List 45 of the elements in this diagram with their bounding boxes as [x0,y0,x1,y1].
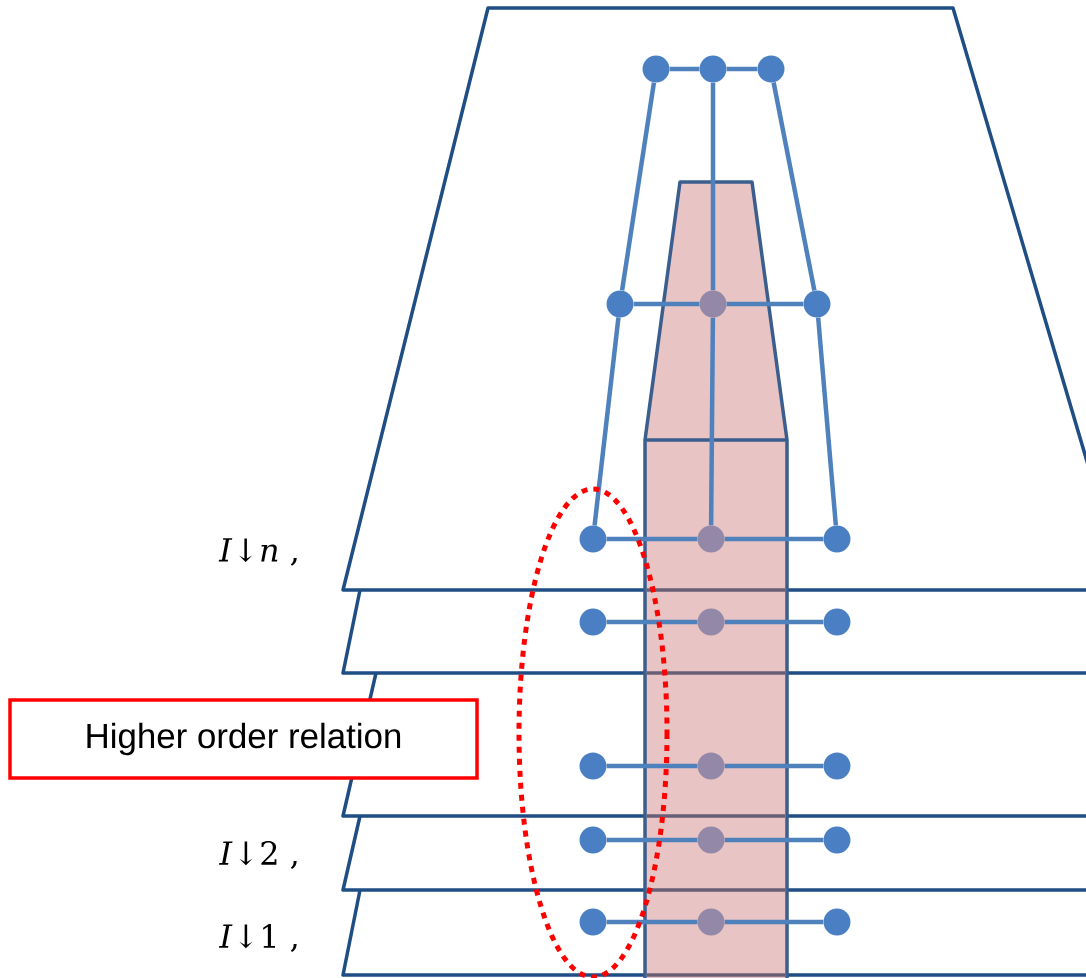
connector-line [606,619,698,625]
connector-line [606,837,698,843]
dot [579,752,607,780]
layer-label: I↓2 , [218,841,297,869]
connector-line [815,317,839,526]
dot [579,826,607,854]
connector-line [724,919,824,925]
layer-label: I↓n , [218,538,297,566]
connector-line [592,317,621,526]
dot [823,752,851,780]
text-box: Higher order relation [8,698,479,780]
connector-line [708,317,716,526]
connector-line [633,301,700,307]
connector-line [726,301,804,307]
dot [697,908,725,936]
connector-line [619,82,657,291]
dot [579,908,607,936]
connector-line [724,837,824,843]
dot [642,55,670,83]
connector-line [606,763,698,769]
connector-line [726,66,758,72]
dot [757,55,785,83]
connector-line [724,763,824,769]
dot [699,290,727,318]
dot [697,608,725,636]
dot [823,525,851,553]
dot [823,608,851,636]
connector-line [669,66,700,72]
dot [579,608,607,636]
dot [697,525,725,553]
dot [697,752,725,780]
connector-line [606,919,698,925]
dot [823,826,851,854]
dot [699,55,727,83]
dot [823,908,851,936]
dot [803,290,831,318]
connector-line [724,536,824,542]
connector-line [771,82,817,291]
dot [579,525,607,553]
connector-line [724,619,824,625]
connector-line [606,536,698,542]
dot [606,290,634,318]
dot [697,826,725,854]
connector-line [710,82,716,291]
layer-label: I↓1 , [218,924,297,952]
